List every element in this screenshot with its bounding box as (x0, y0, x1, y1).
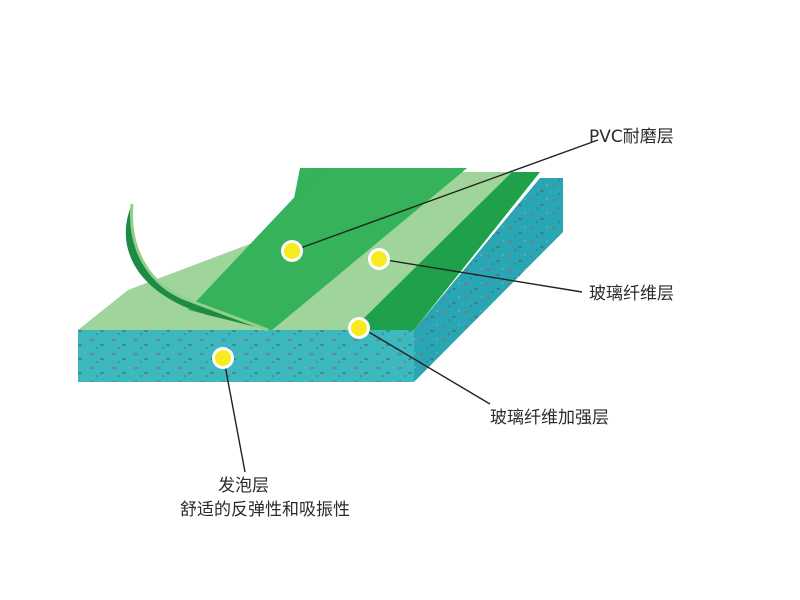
foam-layer (78, 178, 563, 382)
label-fiberglass-reinforcement-layer: 玻璃纤维加强层 (490, 408, 609, 428)
leader-pvc (294, 139, 599, 251)
leader-reinforce (361, 327, 491, 405)
pvc-wear-layer (125, 168, 467, 332)
leader-foam (223, 359, 246, 473)
leader-lines (223, 139, 599, 473)
reinforcement-strip (352, 172, 540, 330)
label-pvc-wear-layer: PVC耐磨层 (589, 127, 674, 147)
foam-layer-title: 发泡层 (218, 476, 269, 496)
label-foam-layer: 发泡层 舒适的反弹性和吸振性 (180, 476, 350, 522)
marker-reinforce (348, 317, 370, 339)
pvc-sheet-main (188, 168, 467, 330)
label-fiberglass-layer: 玻璃纤维层 (589, 284, 674, 304)
marker-fiber (368, 248, 390, 270)
marker-pvc (281, 240, 303, 262)
marker-foam (212, 347, 234, 369)
markers (212, 240, 390, 369)
foam-front-speckle (78, 330, 414, 382)
pvc-curl-edge (130, 203, 269, 332)
leader-fiber (379, 258, 583, 293)
foam-side-speckle (414, 178, 563, 382)
foam-layer-description: 舒适的反弹性和吸振性 (180, 500, 350, 521)
